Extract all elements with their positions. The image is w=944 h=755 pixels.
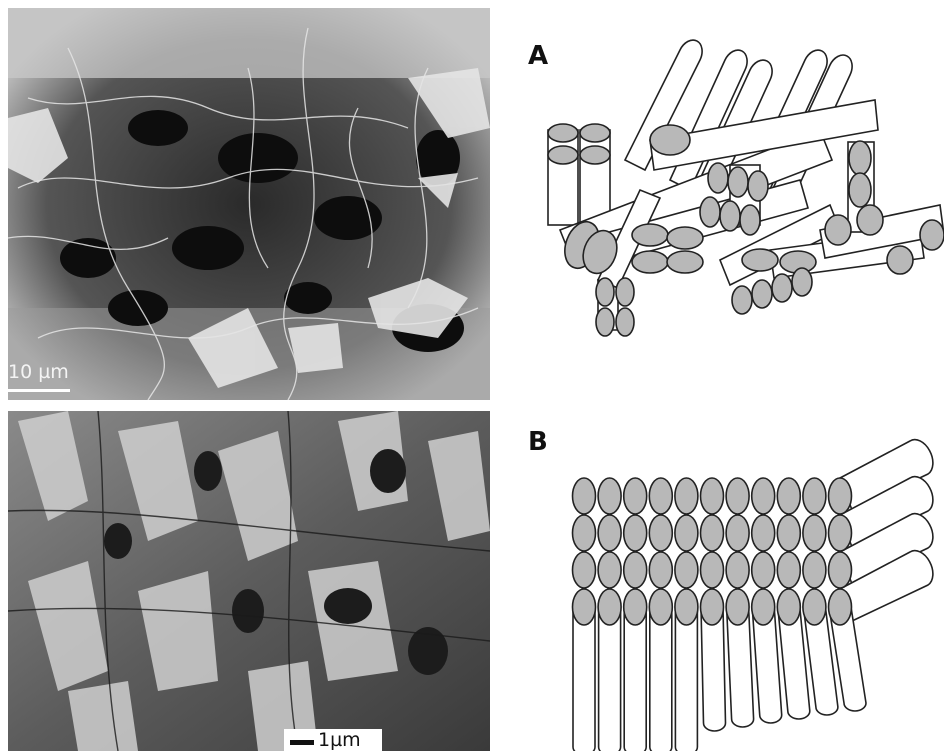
fiber-end-cap: [701, 515, 724, 551]
fiber-end-cap: [777, 589, 800, 625]
fiber-end-cap: [752, 552, 775, 588]
sem-micrograph-top: [8, 8, 490, 400]
fiber-end-cap: [649, 515, 672, 551]
fiber-end-cap: [726, 589, 749, 625]
fiber-end-cap: [777, 515, 800, 551]
random-fiber-network-icon: [520, 30, 944, 360]
fiber-end-cap: [803, 515, 826, 551]
aligned-fiber-down: [624, 607, 646, 751]
aligned-fiber-down: [573, 607, 595, 751]
aligned-fiber-array-icon: [520, 430, 944, 751]
fiber-end-cap: [649, 478, 672, 514]
aligned-fiber-down: [650, 607, 672, 751]
fiber-end-cap: [829, 515, 852, 551]
porous-network-image: [8, 8, 490, 400]
fiber-end-cap: [624, 515, 647, 551]
sem-micrograph-bottom: [8, 411, 490, 751]
fiber-end-cap: [752, 589, 775, 625]
random-fiber-diagram: [520, 30, 944, 360]
fiber-end-cap: [803, 589, 826, 625]
fiber-end-cap: [675, 515, 698, 551]
fiber-end-cap: [726, 478, 749, 514]
fiber-end-cap: [573, 552, 596, 588]
fiber-end-cap: [701, 552, 724, 588]
fiber-end-cap: [573, 589, 596, 625]
fiber-end-cap: [829, 552, 852, 588]
fiber-end-cap: [573, 478, 596, 514]
fiber-end-cap: [675, 589, 698, 625]
fiber-end-cap: [573, 515, 596, 551]
fiber-end-cap: [726, 552, 749, 588]
aligned-fiber-down: [599, 607, 621, 751]
scale-bar-label-top: 10 µm: [8, 363, 69, 382]
fiber-end-cap: [829, 589, 852, 625]
fiber-end-cap: [598, 552, 621, 588]
fiber-end-cap: [752, 478, 775, 514]
scale-bar-bottom: [290, 740, 314, 745]
fiber-end-cap: [803, 478, 826, 514]
fiber-end-cap: [675, 478, 698, 514]
fiber-end-cap: [675, 552, 698, 588]
fiber-end-cap: [829, 478, 852, 514]
fiber-end-cap: [701, 589, 724, 625]
fiber-end-cap: [752, 515, 775, 551]
fiber-end-cap: [624, 478, 647, 514]
fiber-end-cap: [598, 589, 621, 625]
fiber-end-cap: [649, 589, 672, 625]
fiber-end-cap: [803, 552, 826, 588]
aligned-lamellar-image: [8, 411, 490, 751]
aligned-fiber-diagram: [520, 430, 944, 751]
fiber-end-cap: [598, 478, 621, 514]
scale-bar-label-bottom: 1µm: [318, 731, 361, 750]
aligned-fiber-down: [675, 607, 697, 751]
fiber-end-cap: [624, 552, 647, 588]
fiber-end-cap: [701, 478, 724, 514]
fiber-end-cap: [777, 478, 800, 514]
fiber-end-cap: [598, 515, 621, 551]
fiber-end-cap: [624, 589, 647, 625]
scale-bar-top: [8, 389, 70, 392]
fiber-end-cap: [726, 515, 749, 551]
fiber-end-cap: [649, 552, 672, 588]
fiber-end-cap: [777, 552, 800, 588]
